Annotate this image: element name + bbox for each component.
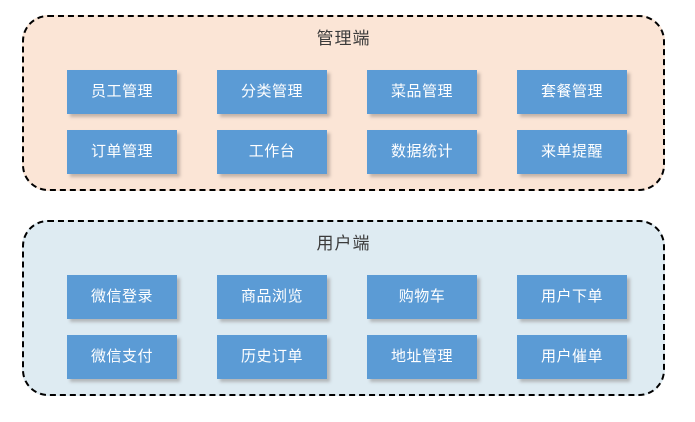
node-user-order-history[interactable]: 历史订单 — [217, 335, 327, 379]
group-admin-node-grid: 员工管理 分类管理 菜品管理 套餐管理 订单管理 工作台 数据统计 来单提醒 — [24, 17, 663, 189]
node-admin-data-statistics[interactable]: 数据统计 — [367, 130, 477, 174]
group-user: 用户端 微信登录 商品浏览 购物车 用户下单 微信支付 历史订单 地址管理 用户… — [22, 220, 665, 396]
node-user-wechat-login[interactable]: 微信登录 — [67, 275, 177, 319]
node-admin-dish-management[interactable]: 菜品管理 — [367, 70, 477, 114]
node-admin-category-management[interactable]: 分类管理 — [217, 70, 327, 114]
node-user-place-order[interactable]: 用户下单 — [517, 275, 627, 319]
node-user-order-reminder[interactable]: 用户催单 — [517, 335, 627, 379]
group-user-node-grid: 微信登录 商品浏览 购物车 用户下单 微信支付 历史订单 地址管理 用户催单 — [24, 222, 663, 394]
node-admin-workbench[interactable]: 工作台 — [217, 130, 327, 174]
node-admin-employee-management[interactable]: 员工管理 — [67, 70, 177, 114]
node-admin-order-management[interactable]: 订单管理 — [67, 130, 177, 174]
node-user-address-management[interactable]: 地址管理 — [367, 335, 477, 379]
group-admin-title: 管理端 — [316, 29, 371, 48]
group-admin: 管理端 员工管理 分类管理 菜品管理 套餐管理 订单管理 工作台 数据统计 来单… — [22, 15, 665, 191]
node-user-product-browsing[interactable]: 商品浏览 — [217, 275, 327, 319]
node-admin-combo-management[interactable]: 套餐管理 — [517, 70, 627, 114]
node-user-shopping-cart[interactable]: 购物车 — [367, 275, 477, 319]
group-user-title: 用户端 — [316, 234, 371, 253]
node-user-wechat-pay[interactable]: 微信支付 — [67, 335, 177, 379]
node-admin-order-alert[interactable]: 来单提醒 — [517, 130, 627, 174]
